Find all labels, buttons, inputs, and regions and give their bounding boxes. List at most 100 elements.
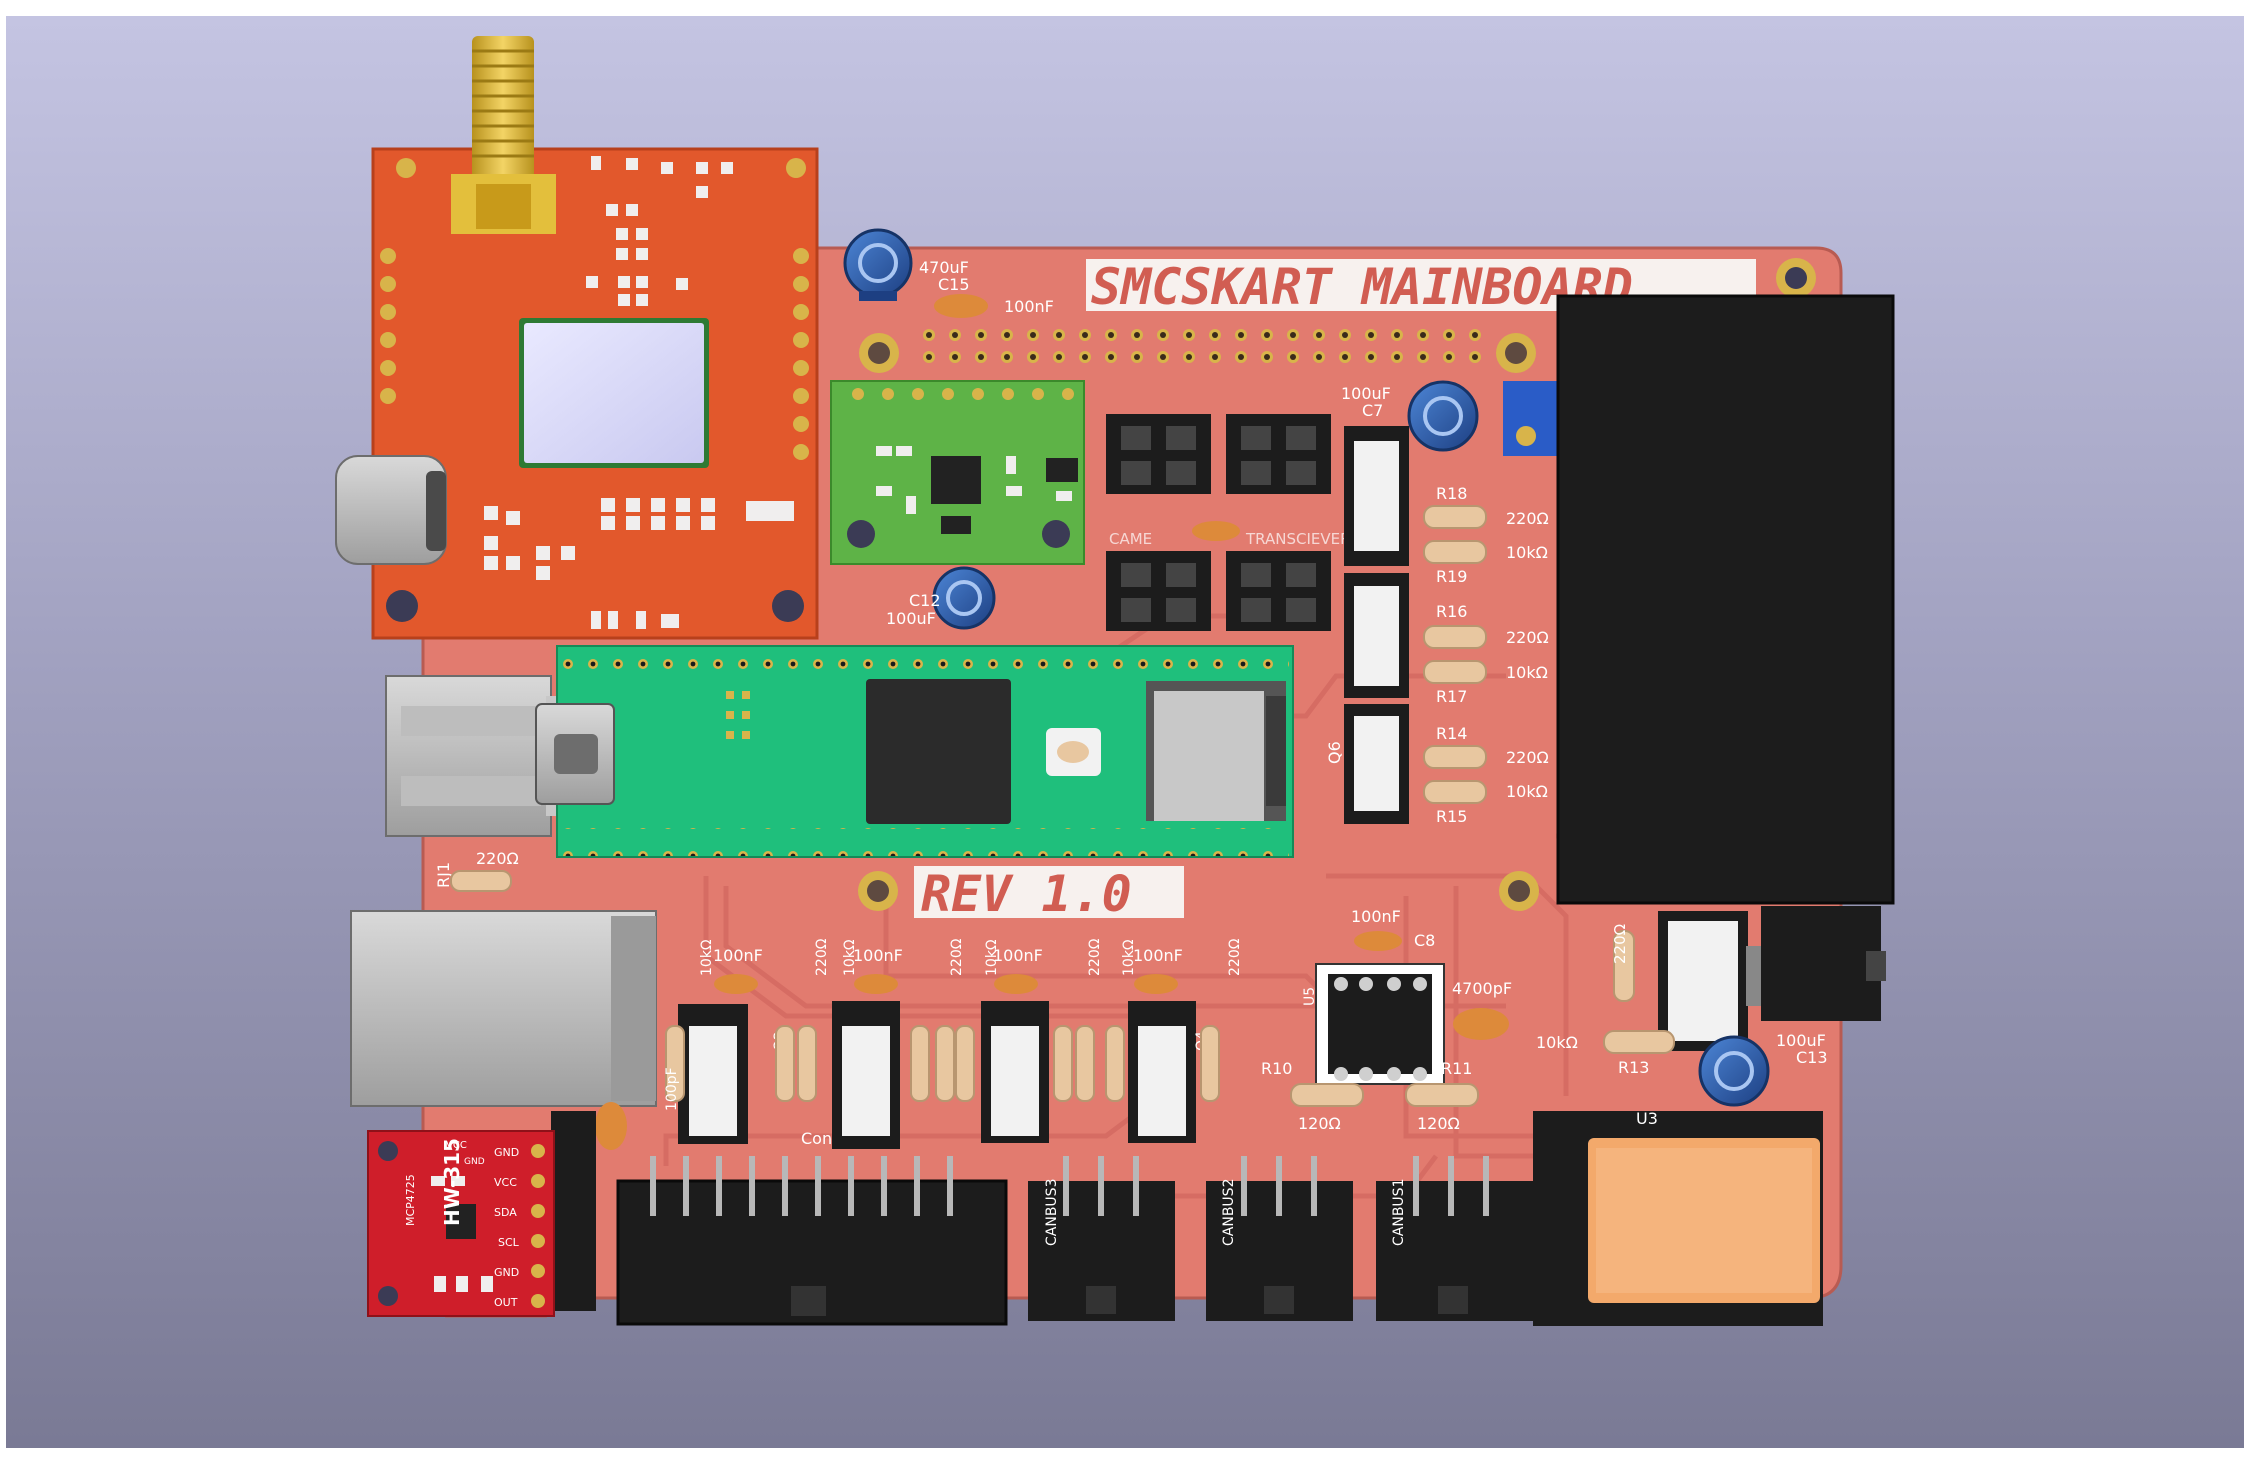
- pico-microcontroller: [535, 645, 1294, 858]
- res-220-4: 220Ω: [1227, 938, 1243, 976]
- cap-100nf-3: 100nF: [993, 946, 1043, 965]
- connector-canbus2: [1206, 1156, 1353, 1321]
- capacitor-c13: [1698, 1035, 1770, 1107]
- q6-label: Q6: [1325, 741, 1344, 764]
- converter-u3: [1533, 1111, 1823, 1326]
- c15-cap: 100nF: [1004, 297, 1054, 316]
- rj1-label: RJ1: [434, 862, 453, 888]
- connector-j2: [1226, 414, 1331, 494]
- c12-value: 100uF: [886, 609, 936, 628]
- dac-pin-out: OUT: [494, 1296, 518, 1309]
- r11-value: 120Ω: [1417, 1114, 1460, 1133]
- cap-100nf-4: 100nF: [1133, 946, 1183, 965]
- r19-label: R19: [1436, 567, 1467, 586]
- r10-label: R10: [1261, 1059, 1292, 1078]
- trimmer-potentiometer: [1503, 381, 1563, 456]
- res-10k-2: 10kΩ: [842, 939, 858, 976]
- res-10k-1: 10kΩ: [699, 939, 715, 976]
- dc-barrel-jack-icon: [1761, 906, 1886, 1021]
- c8-cap: 100nF: [1351, 907, 1401, 926]
- mounting-hole: [1776, 258, 1816, 298]
- connector-j4: [1226, 551, 1331, 631]
- c7-value: 100uF: [1341, 384, 1391, 403]
- capacitor-c7: [1407, 380, 1479, 452]
- dac-pin-gnd: GND: [494, 1146, 519, 1159]
- cap-100nf-2: 100nF: [853, 946, 903, 965]
- gpio-header: [921, 328, 1481, 372]
- dac-pin-vcc: VCC: [494, 1176, 517, 1189]
- sma-antenna-icon: [451, 36, 556, 234]
- mounting-hole: [858, 871, 898, 911]
- c15-value: 470uF: [919, 258, 969, 277]
- ic-u5: [1315, 963, 1445, 1085]
- imu-module: [830, 380, 1085, 565]
- transistor-q3: [981, 1001, 1049, 1143]
- res-220-2: 220Ω: [949, 938, 965, 976]
- dac-pin-sda: SDA: [494, 1206, 517, 1219]
- res-10k-3: 10kΩ: [984, 939, 1000, 976]
- r11-label: R11: [1441, 1059, 1472, 1078]
- connector-10pin: [616, 1156, 1008, 1326]
- u5-label: U5: [1302, 987, 1318, 1006]
- board-title: SMCSKART MAINBOARD: [1091, 258, 1633, 316]
- r13-value: 10kΩ: [1536, 1033, 1578, 1052]
- transistor-q-mid: [1344, 573, 1409, 698]
- ohm10k-a: 10kΩ: [1506, 543, 1548, 562]
- connector-dac-header: [551, 1111, 596, 1311]
- cap-100pf: 100pF: [664, 1067, 680, 1111]
- r10-value: 120Ω: [1298, 1114, 1341, 1133]
- rj45-jack-icon: [350, 910, 657, 1107]
- gnss-module: [371, 147, 819, 640]
- dac-pin-gnd2: GND: [494, 1266, 519, 1279]
- ohm220-a: 220Ω: [1506, 509, 1549, 528]
- ohm220-b: 220Ω: [1506, 628, 1549, 647]
- canbus3-label: CANBUS3: [1044, 1179, 1060, 1246]
- 3d-viewer-viewport[interactable]: SMCSKART MAINBOARD 470uF C15 100nF: [6, 16, 2244, 1448]
- transistor-q1: [832, 1001, 900, 1149]
- connector-j1: [1106, 414, 1211, 494]
- transistor-q4: [1128, 1001, 1196, 1143]
- cap-100nf-1: 100nF: [713, 946, 763, 965]
- r17-label: R17: [1436, 687, 1467, 706]
- c13-value: 100uF: [1776, 1031, 1826, 1050]
- dac-gnd-top: GND: [464, 1157, 485, 1167]
- u3-label: U3: [1636, 1109, 1658, 1128]
- transistor-q-top: [1344, 426, 1409, 566]
- r14-label: R14: [1436, 724, 1467, 743]
- con-label: Con: [801, 1129, 832, 1148]
- r13-label: R13: [1618, 1058, 1649, 1077]
- dac-module: [367, 1130, 555, 1317]
- r16-label: R16: [1436, 602, 1467, 621]
- mounting-hole: [1496, 333, 1536, 373]
- dac-vcc-top: VCC: [446, 1140, 467, 1151]
- mounting-hole: [1499, 871, 1539, 911]
- capacitor-c15: [843, 228, 913, 301]
- label-came: CAME: [1109, 530, 1152, 548]
- c15-ref: C15: [938, 275, 970, 294]
- canbus2-label: CANBUS2: [1221, 1179, 1237, 1246]
- capacitor-c12: [932, 566, 996, 630]
- ohm10k-c: 10kΩ: [1506, 782, 1548, 801]
- res-220-1: 220Ω: [814, 938, 830, 976]
- c7-ref: C7: [1362, 401, 1383, 420]
- c13-ref: C13: [1796, 1048, 1828, 1067]
- transistor-q2: [678, 1004, 748, 1144]
- connector-canbus3: [1028, 1156, 1175, 1321]
- power-module: [1556, 294, 1895, 905]
- dac-pin-scl: SCL: [498, 1236, 520, 1249]
- cap-4700pf: 4700pF: [1452, 979, 1512, 998]
- label-transciever: TRANSCIEVER: [1245, 530, 1351, 548]
- connector-canbus1: [1376, 1156, 1534, 1321]
- r18-label: R18: [1436, 484, 1467, 503]
- dac-chip: MCP4725: [404, 1174, 417, 1226]
- rj1-res: 220Ω: [476, 849, 519, 868]
- c8-ref: C8: [1414, 931, 1435, 950]
- mounting-hole: [859, 333, 899, 373]
- ohm220-c: 220Ω: [1506, 748, 1549, 767]
- res-10k-4: 10kΩ: [1121, 939, 1137, 976]
- usb-c-connector-icon: [335, 455, 447, 565]
- c12-ref: C12: [909, 591, 941, 610]
- res-220-right: 220Ω: [1611, 924, 1629, 964]
- dac-name: HW-315: [440, 1138, 464, 1226]
- r15-label: R15: [1436, 807, 1467, 826]
